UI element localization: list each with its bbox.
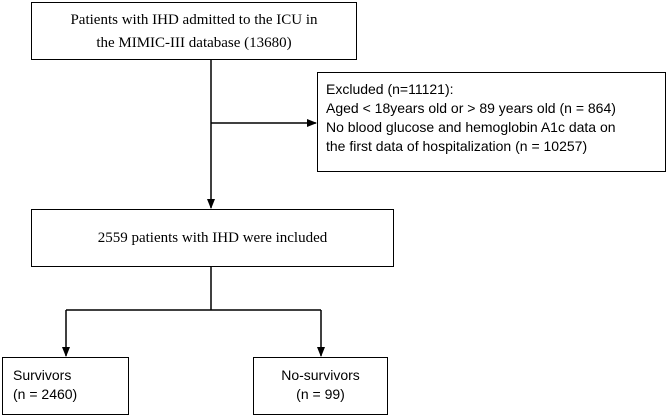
excluded-age-criterion: Aged < 18years old or > 89 years old (n …	[326, 100, 616, 116]
source-line-1: Patients with IHD admitted to the ICU in	[70, 12, 318, 28]
excluded-data-criterion-1: No blood glucose and hemoglobin A1c data…	[326, 119, 616, 135]
nonsurvivors-label: No-survivors	[281, 367, 360, 383]
excluded-box: Excluded (n=11121): Aged < 18years old o…	[317, 72, 666, 172]
excluded-data-criterion-2: the first data of hospitalization (n = 1…	[326, 138, 588, 154]
nonsurvivors-box: No-survivors (n = 99)	[253, 357, 388, 415]
excluded-title: Excluded (n=11121):	[326, 81, 454, 97]
included-text: 2559 patients with IHD were included	[97, 229, 328, 246]
source-population-box: Patients with IHD admitted to the ICU in…	[31, 2, 357, 60]
included-box: 2559 patients with IHD were included	[31, 209, 394, 267]
source-line-2: the MIMIC-III database (13680)	[96, 35, 292, 51]
survivors-label: Survivors	[13, 367, 72, 383]
survivors-box: Survivors (n = 2460)	[2, 357, 129, 415]
nonsurvivors-count: (n = 99)	[296, 386, 345, 402]
survivors-count: (n = 2460)	[13, 386, 78, 402]
